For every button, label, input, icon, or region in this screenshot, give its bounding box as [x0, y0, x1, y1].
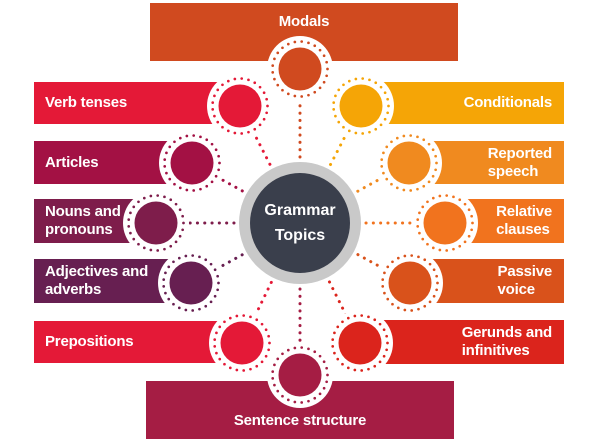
topic-nodes	[123, 36, 478, 408]
node-dotted-ring-conditionals	[332, 77, 390, 135]
topic-label-verb-tenses: Verb tenses	[45, 94, 127, 112]
node-dotted-ring-modals	[271, 40, 329, 98]
label-line: Nouns and	[45, 203, 121, 220]
connector-prepositions	[254, 280, 273, 317]
label-line: Prepositions	[45, 333, 134, 350]
topic-label-modals: Modals	[278, 13, 330, 31]
node-circle-prepositions	[220, 321, 264, 365]
node-dotted-ring-reported-speech	[380, 134, 438, 192]
node-dotted-ring-adjectives-adverbs	[162, 254, 220, 312]
label-line: Reported	[487, 144, 552, 162]
label-line: Adjectives and	[45, 263, 149, 280]
node-dotted-ring-gerunds-infinitives	[331, 314, 389, 372]
node-circle-relative-clauses	[423, 201, 467, 245]
node-circle-nouns-pronouns	[134, 201, 178, 245]
label-line: Sentence structure	[233, 412, 367, 429]
node-circle-passive-voice	[388, 261, 432, 305]
connector-lines	[186, 99, 415, 345]
label-line: speech	[487, 162, 539, 180]
node-circle-gerunds-infinitives	[338, 321, 382, 365]
node-circle-verb-tenses	[218, 84, 262, 128]
connector-verb-tenses	[252, 132, 272, 166]
center-label-line: Topics	[274, 226, 326, 244]
node-dotted-ring-relative-clauses	[416, 194, 474, 252]
label-line: clauses	[496, 221, 550, 238]
topic-label-articles: Articles	[45, 153, 99, 172]
node-circle-adjectives-adverbs	[169, 261, 213, 305]
node-dotted-ring-nouns-pronouns	[127, 194, 185, 252]
label-line: Passive	[497, 263, 553, 280]
node-dotted-ring-sentence-structure	[271, 346, 329, 404]
label-line: adverbs	[45, 281, 102, 298]
label-line: Conditionals	[463, 94, 553, 111]
connector-reported-speech	[356, 176, 383, 193]
label-line: pronouns	[45, 221, 113, 238]
topic-label-conditionals: Conditionals	[463, 94, 553, 112]
connector-articles	[218, 176, 244, 193]
node-dotted-ring-prepositions	[213, 314, 271, 372]
topic-label-sentence-structure: Sentence structure	[234, 412, 366, 430]
node-circle-conditionals	[339, 84, 383, 128]
node-circle-articles	[170, 141, 214, 185]
connector-conditionals	[329, 132, 348, 166]
node-dotted-ring-verb-tenses	[211, 77, 269, 135]
connector-gerunds-infinitives	[328, 280, 348, 317]
label-line: Modals	[278, 13, 330, 30]
label-line: voice	[497, 281, 536, 298]
node-circle-modals	[278, 47, 322, 91]
node-circle-sentence-structure	[278, 353, 322, 397]
label-line: infinitives	[461, 342, 530, 359]
label-line: Articles	[45, 153, 99, 171]
center-hub: Grammar Topics	[239, 162, 361, 284]
label-line: Gerunds and	[461, 324, 553, 341]
node-dotted-ring-passive-voice	[381, 254, 439, 312]
node-circle-reported-speech	[387, 141, 431, 185]
topic-label-prepositions: Prepositions	[45, 333, 134, 351]
topic-bar-conditionals: Conditionals	[358, 82, 564, 124]
center-disc: Grammar Topics	[250, 173, 350, 273]
label-line: Relative	[496, 203, 552, 220]
node-dotted-ring-articles	[163, 134, 221, 192]
connector-adjectives-adverbs	[217, 253, 244, 270]
center-label-line: Grammar	[264, 201, 336, 219]
connector-passive-voice	[356, 253, 384, 270]
label-line: Verb tenses	[45, 94, 128, 111]
